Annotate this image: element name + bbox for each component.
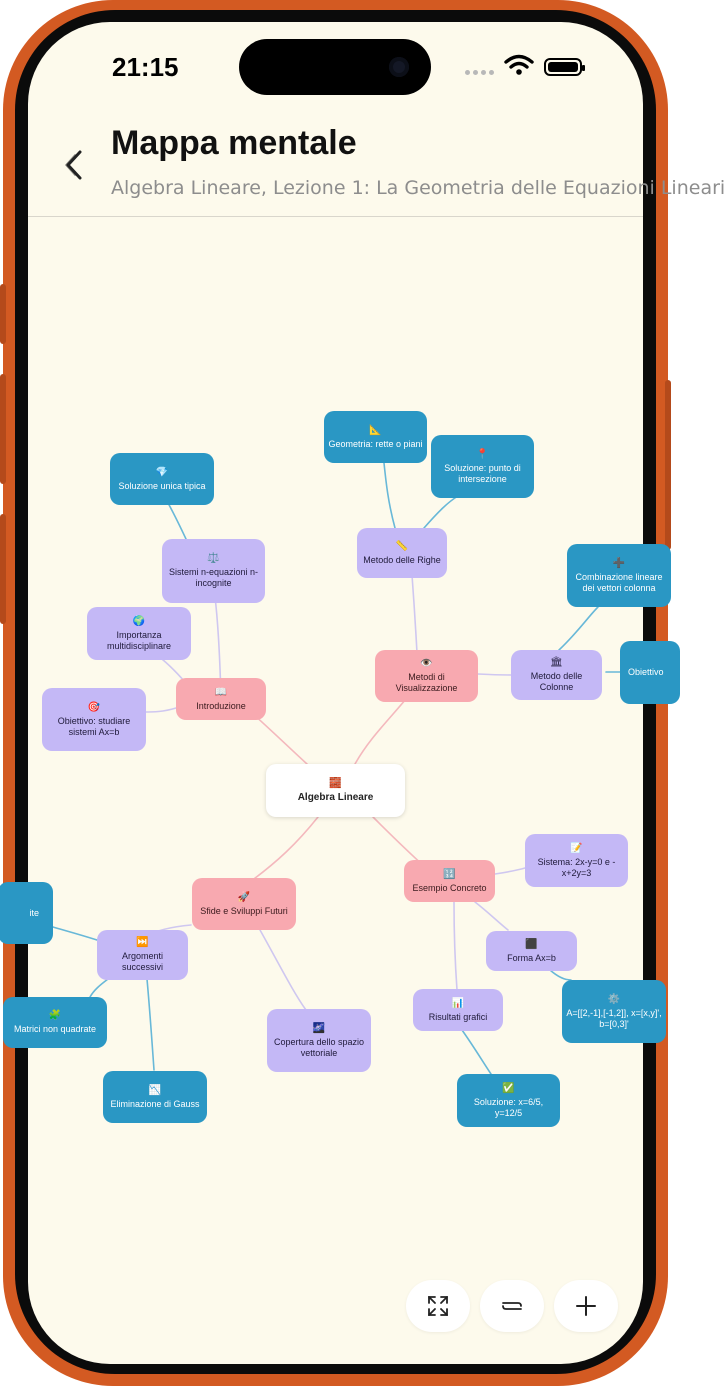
galaxy-icon: 🌌 xyxy=(312,1022,326,1034)
mindmap-node-metodo-righe[interactable]: 📏 Metodo delle Righe xyxy=(357,528,447,578)
plus-icon: ➕ xyxy=(612,557,626,569)
node-label: Geometria: rette o piani xyxy=(328,438,423,449)
target-icon: 🎯 xyxy=(87,701,101,713)
rocket-icon: 🚀 xyxy=(237,891,251,903)
eye-icon: 👁️ xyxy=(420,658,433,669)
mindmap-node-geometria[interactable]: 📐 Geometria: rette o piani xyxy=(324,411,427,463)
node-label: Esempio Concreto xyxy=(412,882,487,893)
triangle-ruler-icon: 📐 xyxy=(369,424,382,436)
mindmap-node-argomenti[interactable]: ⏭️ Argomenti successivi xyxy=(97,930,188,980)
columns-icon: 🏛 xyxy=(550,657,563,668)
mindmap-node-metodo-colonne[interactable]: 🏛 Metodo delle Colonne xyxy=(511,650,602,700)
memo-icon: 📝 xyxy=(570,842,583,854)
node-label: Sfide e Sviluppi Futuri xyxy=(200,905,288,916)
mindmap-node-sistema[interactable]: 📝 Sistema: 2x-y=0 e -x+2y=3 xyxy=(525,834,628,887)
device-power-button xyxy=(665,380,671,550)
node-label: Sistema: 2x-y=0 e -x+2y=3 xyxy=(537,856,616,878)
check-icon: ✅ xyxy=(502,1082,515,1094)
puzzle-icon: 🧩 xyxy=(48,1010,62,1021)
node-label: Forma Ax=b xyxy=(507,952,556,963)
book-icon: 📖 xyxy=(214,686,228,698)
collapse-icon xyxy=(502,1302,522,1310)
dynamic-island xyxy=(239,39,431,95)
node-label: Soluzione: x=6/5, y=12/5 xyxy=(473,1096,544,1118)
node-label: Introduzione xyxy=(196,700,246,711)
mindmap-node-root[interactable]: 🧱 Algebra Lineare xyxy=(266,764,405,817)
header-divider xyxy=(28,216,643,217)
pin-icon: 📍 xyxy=(476,448,489,460)
node-label: Soluzione unica tipica xyxy=(118,480,206,491)
device-side-button xyxy=(0,284,6,344)
node-label: Algebra Lineare xyxy=(297,792,374,803)
node-label: Argomenti successivi xyxy=(121,951,164,972)
expand-icon xyxy=(428,1296,448,1316)
node-label: Eliminazione di Gauss xyxy=(110,1098,200,1109)
numbers-icon: 🔢 xyxy=(443,868,456,880)
page-subtitle: Algebra Lineare, Lezione 1: La Geometria… xyxy=(111,177,725,199)
mindmap-node-soluzione-unica[interactable]: 💎 Soluzione unica tipica xyxy=(110,453,214,505)
mindmap-node-copertura[interactable]: 🌌 Copertura dello spazio vettoriale xyxy=(267,1009,371,1072)
mindmap-node-matrici[interactable]: 🧩 Matrici non quadrate xyxy=(3,997,107,1048)
chart-down-icon: 📉 xyxy=(148,1084,162,1096)
mindmap-node-incognite[interactable]: ite xyxy=(0,882,53,944)
scale-icon: ⚖️ xyxy=(207,553,220,564)
bricks-icon: 🧱 xyxy=(329,778,342,789)
mindmap-node-metodi[interactable]: 👁️ Metodi di Visualizzazione xyxy=(375,650,478,702)
node-label: Obiettivo: studiare sistemi Ax=b xyxy=(57,715,131,737)
square-icon: ⬛ xyxy=(525,938,538,950)
node-label: Metodo delle Colonne xyxy=(530,671,583,692)
ruler-icon: 📏 xyxy=(395,540,409,552)
node-label: Risultati grafici xyxy=(428,1011,488,1022)
mindmap-node-soluzione[interactable]: ✅ Soluzione: x=6/5, y=12/5 xyxy=(457,1074,560,1127)
node-label: Importanza multidisciplinare xyxy=(106,629,172,651)
mindmap-node-gauss[interactable]: 📉 Eliminazione di Gauss xyxy=(103,1071,207,1123)
node-label: Sistemi n-equazioni n-incognite xyxy=(168,567,259,588)
node-label: Combinazione lineare dei vettori colonna xyxy=(575,571,663,593)
mindmap-node-sfide[interactable]: 🚀 Sfide e Sviluppi Futuri xyxy=(192,878,296,930)
mindmap-node-sistemi[interactable]: ⚖️ Sistemi n-equazioni n-incognite xyxy=(162,539,265,603)
node-label: Metodo delle Righe xyxy=(363,554,441,565)
camera-icon xyxy=(389,57,409,77)
node-label: Metodi di Visualizzazione xyxy=(395,672,458,693)
signal-icon xyxy=(465,70,494,75)
device-volume-up xyxy=(0,374,6,484)
mindmap-node-introduzione[interactable]: 📖 Introduzione xyxy=(176,678,266,720)
node-label: Soluzione: punto di intersezione xyxy=(444,462,521,484)
app-screen: 21:15 Mappa mentale Algebra Lineare, Lez… xyxy=(0,22,725,1364)
mindmap-node-obiettivo-colonne[interactable]: Obiettivo xyxy=(620,641,680,704)
mindmap-node-matrice-a[interactable]: ⚙️ A=[[2,-1],[-1,2]], x=[x,y]', b=[0,3]' xyxy=(562,980,666,1043)
add-node-button[interactable] xyxy=(554,1280,618,1332)
node-label: Copertura dello spazio vettoriale xyxy=(273,1036,365,1058)
back-button[interactable] xyxy=(58,147,94,183)
mindmap-node-forma[interactable]: ⬛ Forma Ax=b xyxy=(486,931,577,971)
plus-icon xyxy=(576,1296,596,1316)
mindmap-node-importanza[interactable]: 🌍 Importanza multidisciplinare xyxy=(87,607,191,660)
node-label: Obiettivo xyxy=(628,667,664,677)
gear-icon: ⚙️ xyxy=(607,993,621,1005)
mindmap-node-esempio[interactable]: 🔢 Esempio Concreto xyxy=(404,860,495,902)
mindmap-node-combinazione[interactable]: ➕ Combinazione lineare dei vettori colon… xyxy=(567,544,671,607)
status-time: 21:15 xyxy=(112,52,179,82)
page-title: Mappa mentale xyxy=(111,124,357,162)
fit-view-button[interactable] xyxy=(406,1280,470,1332)
node-label: Matrici non quadrate xyxy=(13,1024,97,1034)
collapse-all-button[interactable] xyxy=(480,1280,544,1332)
node-label: A=[[2,-1],[-1,2]], x=[x,y]', b=[0,3]' xyxy=(566,1007,662,1029)
globe-icon: 🌍 xyxy=(132,615,146,627)
next-track-icon: ⏭️ xyxy=(136,937,149,948)
mindmap-node-punto-intersezione[interactable]: 📍 Soluzione: punto di intersezione xyxy=(431,435,534,498)
battery-icon xyxy=(544,58,585,76)
mindmap-node-obiettivo[interactable]: 🎯 Obiettivo: studiare sistemi Ax=b xyxy=(42,688,146,751)
node-label: ite xyxy=(29,907,39,918)
wifi-icon xyxy=(504,54,534,75)
gem-icon: 💎 xyxy=(155,466,169,478)
device-volume-down xyxy=(0,514,6,624)
bar-chart-icon: 📊 xyxy=(451,997,465,1009)
mindmap-node-risultati[interactable]: 📊 Risultati grafici xyxy=(413,989,503,1031)
